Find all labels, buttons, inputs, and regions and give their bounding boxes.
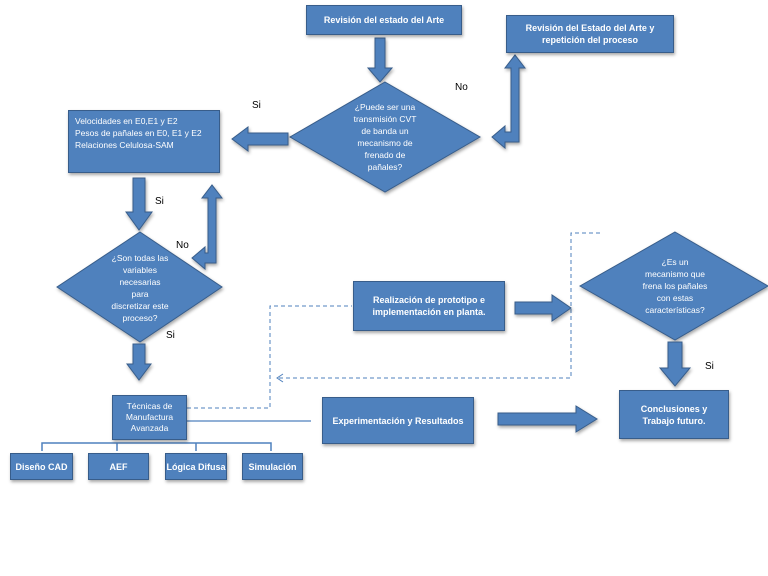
arrow-si-cvt-to-variables	[231, 126, 289, 152]
arrow-down-variables-to-decision	[125, 177, 153, 231]
dashed-connector-mecanismo-loop	[276, 232, 600, 379]
decision-cvt-text: ¿Puede ser una transmisión CVT de banda …	[353, 102, 417, 172]
node-conclusiones-text: Conclusiones y Trabajo futuro.	[640, 403, 708, 426]
decision-cvt-diamond	[289, 81, 481, 193]
decision-mecanismo-text: ¿Es un mecanismo que frena los pañales c…	[642, 257, 708, 315]
node-estado-arte-text: Revisión del estado del Arte	[323, 15, 445, 25]
decision-variables-text: ¿Son todas las variables necesarias para…	[111, 253, 169, 323]
arrow-no-variables-loop	[191, 184, 224, 271]
node-estado-arte[interactable]: Revisión del estado del Arte	[306, 5, 462, 35]
label-si-mecanismo: Si	[705, 361, 714, 372]
label-si-cvt: Si	[252, 100, 261, 111]
node-experimentacion[interactable]: Experimentación y Resultados	[322, 397, 474, 444]
node-estado-arte-repeticion-text: Revisión del Estado del Arte y repetició…	[525, 23, 655, 45]
dashed-arrowhead-icon	[276, 373, 284, 383]
node-aef-text: AEF	[109, 461, 128, 472]
node-logica-difusa-text: Lógica Difusa	[166, 461, 226, 472]
node-variables[interactable]: Velocidades en E0,E1 y E2 Pesos de pañal…	[68, 110, 220, 173]
node-logica-difusa[interactable]: Lógica Difusa	[165, 453, 227, 480]
dashed-connector-tecnicas-prototipo	[187, 305, 352, 409]
label-si-variables: Si	[166, 330, 175, 341]
node-tecnicas-text: Técnicas de Manufactura Avanzada	[125, 401, 174, 433]
arrow-down-estado-to-cvt	[366, 37, 394, 83]
node-tecnicas[interactable]: Técnicas de Manufactura Avanzada	[112, 395, 187, 440]
node-variables-text: Velocidades en E0,E1 y E2 Pesos de pañal…	[75, 116, 202, 150]
arrow-down-decision-to-tecnicas	[126, 343, 152, 381]
arrow-no-cvt-to-repeticion	[491, 54, 527, 150]
node-diseno-cad-text: Diseño CAD	[15, 461, 68, 472]
label-no-variables: No	[176, 240, 189, 251]
tecnicas-branch-connectors	[41, 442, 272, 451]
node-simulacion-text: Simulación	[248, 461, 297, 472]
node-aef[interactable]: AEF	[88, 453, 149, 480]
node-conclusiones[interactable]: Conclusiones y Trabajo futuro.	[619, 390, 729, 439]
label-no-cvt: No	[455, 82, 468, 93]
arrow-experimentacion-to-conclusiones	[497, 405, 598, 433]
label-si-variables-box: Si	[155, 196, 164, 207]
arrow-down-mecanismo-to-conclusiones	[658, 341, 692, 387]
decision-mecanismo-diamond	[578, 231, 768, 341]
node-estado-arte-repeticion[interactable]: Revisión del Estado del Arte y repetició…	[506, 15, 674, 53]
arrow-prototipo-to-mecanismo	[514, 294, 572, 322]
node-prototipo-text: Realización de prototipo e implementació…	[372, 295, 486, 317]
decision-variables-diamond	[56, 231, 223, 343]
node-prototipo[interactable]: Realización de prototipo e implementació…	[353, 281, 505, 331]
node-experimentacion-text: Experimentación y Resultados	[332, 415, 464, 426]
node-diseno-cad[interactable]: Diseño CAD	[10, 453, 73, 480]
node-simulacion[interactable]: Simulación	[242, 453, 303, 480]
